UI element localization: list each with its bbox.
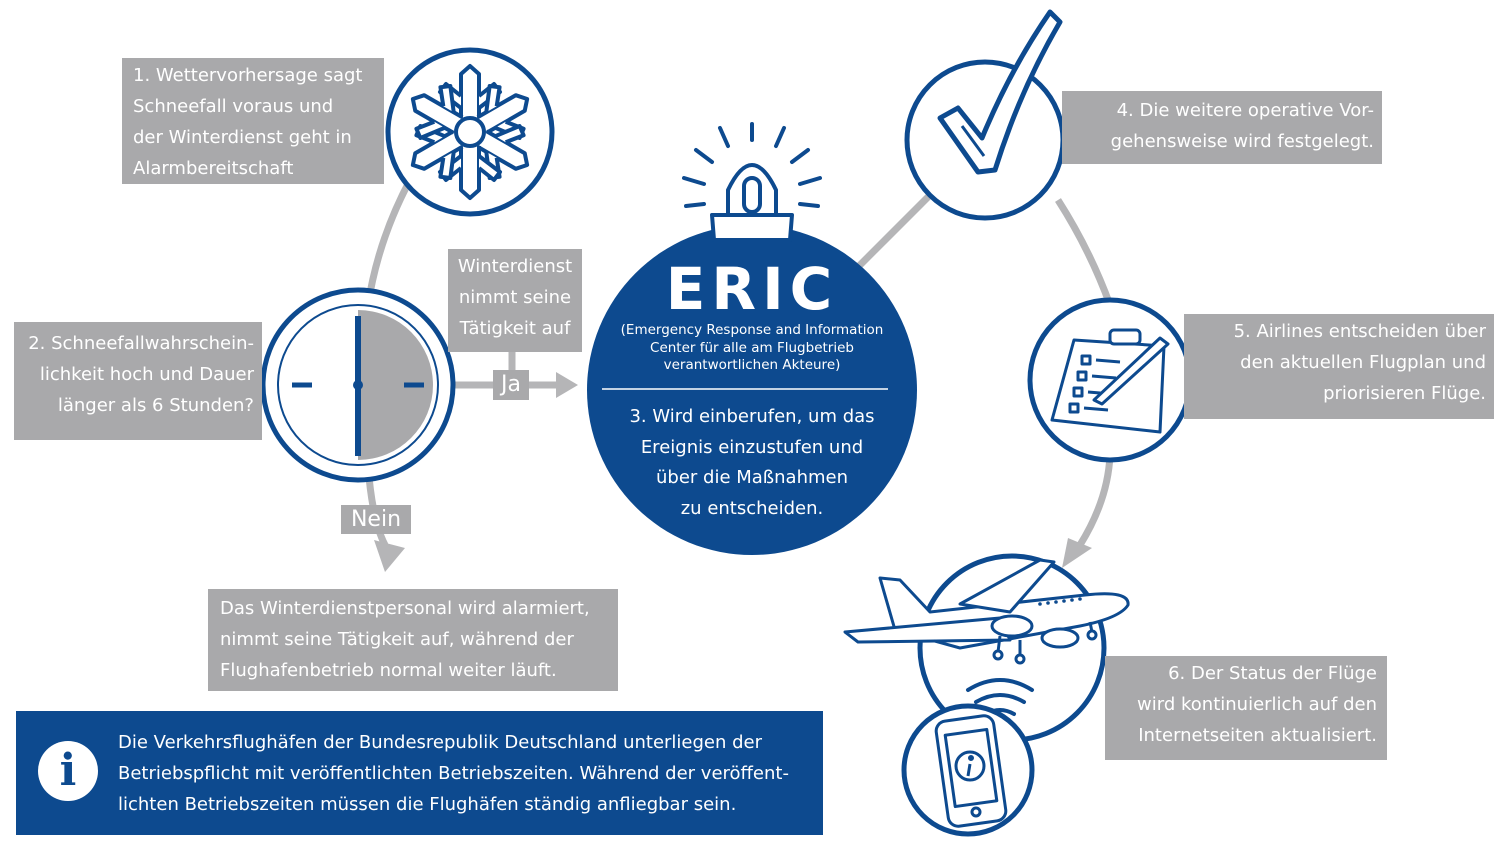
alarm-line: Das Winterdienstpersonal wird alarmiert, <box>220 598 590 619</box>
eric-subtitle-line: Center für alle am Flugbetrieb <box>650 339 854 356</box>
step3-line: zu entscheiden. <box>680 497 824 519</box>
checkmark-icon <box>937 9 1063 175</box>
clock-icon <box>260 287 456 483</box>
step3-line: über die Maßnahmen <box>655 467 848 488</box>
winterdienst-line: Winterdienst <box>457 256 573 277</box>
step1-line: Schneefall voraus und <box>133 96 334 117</box>
step4-box: 4. Die weitere operative Vor- gehensweis… <box>1062 91 1382 164</box>
step2-line: lichkeit hoch und Dauer <box>39 364 254 385</box>
alarm-box: Das Winterdienstpersonal wird alarmiert,… <box>208 589 618 691</box>
step4-line: gehensweise wird festgelegt. <box>1110 131 1374 152</box>
step4-line: 4. Die weitere operative Vor- <box>1116 100 1374 121</box>
step5-line: priorisieren Flüge. <box>1323 383 1486 404</box>
airplane-icon <box>843 558 1130 665</box>
eric-subtitle-line: (Emergency Response and Information <box>620 322 884 338</box>
winterdienst-line: Tätigkeit auf <box>459 318 571 339</box>
info-line: Betriebspflicht mit veröffentlichten Bet… <box>118 763 789 784</box>
step1-line: Alarmbereitschaft <box>133 158 294 179</box>
siren-light-icon <box>682 122 822 242</box>
step5-line: den aktuellen Flugplan und <box>1240 352 1486 373</box>
info-text: Die Verkehrsflughäfen der Bundesrepublik… <box>118 727 789 820</box>
step6-box: 6. Der Status der Flüge wird kontinuierl… <box>1105 656 1387 760</box>
step6-line: Internetseiten aktualisiert. <box>1138 725 1377 746</box>
step1-box: 1. Wettervorhersage sagt Schneefall vora… <box>122 58 384 184</box>
checkmark-circle <box>904 9 1066 221</box>
alarm-line: Flughafenbetrieb normal weiter läuft. <box>220 660 557 681</box>
step3-text: 3. Wird einberufen, um das Ereignis einz… <box>596 402 908 524</box>
eric-circle <box>587 225 917 555</box>
smartphone-info-icon <box>934 714 1008 828</box>
winterdienst-line: nimmt seine <box>458 287 572 308</box>
clipboard-circle <box>1027 297 1193 463</box>
info-box <box>16 711 823 835</box>
info-icon: i <box>38 741 98 801</box>
snowflake-icon <box>395 64 545 200</box>
phone-circle <box>901 703 1035 837</box>
step5-line: 5. Airlines entscheiden über <box>1233 321 1486 342</box>
snowflake-circle <box>385 47 555 217</box>
info-line: lichten Betriebszeiten müssen die Flughä… <box>118 794 737 815</box>
step1-line: 1. Wettervorhersage sagt <box>133 65 363 86</box>
step6-line: 6. Der Status der Flüge <box>1168 663 1377 684</box>
eric-subtitle: (Emergency Response and Information Cent… <box>596 322 908 375</box>
info-line: Die Verkehrsflughäfen der Bundesrepublik… <box>118 732 763 753</box>
winterdienst-box: Winterdienst nimmt seine Tätigkeit auf <box>448 249 582 352</box>
step3-line: 3. Wird einberufen, um das <box>629 406 875 427</box>
clipboard-icon <box>1050 328 1170 434</box>
step6-line: wird kontinuierlich auf den <box>1137 694 1377 715</box>
step3-line: Ereignis einzustufen und <box>640 436 864 458</box>
step1-line: der Winterdienst geht in <box>133 127 352 148</box>
step5-box: 5. Airlines entscheiden über den aktuell… <box>1184 314 1494 419</box>
step2-line: 2. Schneefallwahrschein- <box>28 333 254 354</box>
step2-box: 2. Schneefallwahrschein- lichkeit hoch u… <box>14 322 262 440</box>
eric-title: ERIC <box>665 255 839 323</box>
arrow-nein <box>374 540 405 572</box>
step2-line: länger als 6 Stunden? <box>57 395 254 416</box>
arrow-ja <box>556 372 578 398</box>
nein-label: Nein <box>341 505 411 534</box>
alarm-line: nimmt seine Tätigkeit auf, während der <box>220 629 574 650</box>
arrow-to-step6 <box>1062 538 1092 568</box>
ja-label: Ja <box>493 370 529 400</box>
eric-subtitle-line: verantwortlichen Akteure) <box>663 357 841 373</box>
